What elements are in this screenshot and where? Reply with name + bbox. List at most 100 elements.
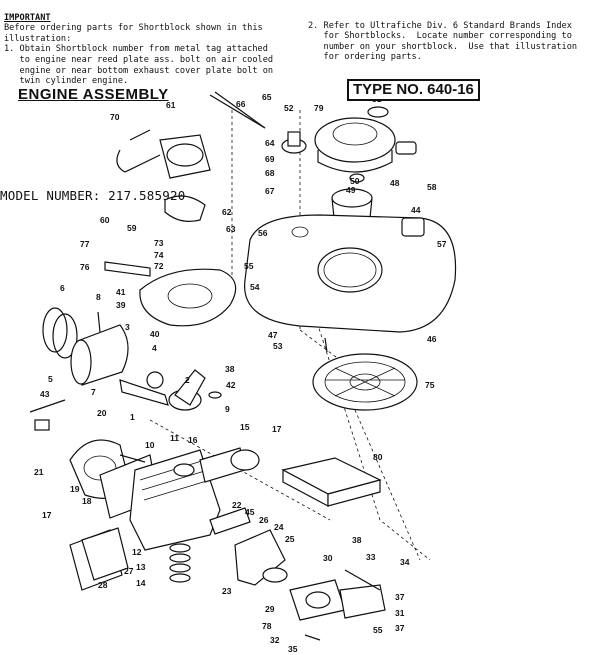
part-callout-59: 59	[127, 223, 137, 233]
part-callout-8: 8	[96, 292, 101, 302]
part-callout-13: 13	[136, 562, 146, 572]
part-callout-23: 23	[222, 586, 232, 596]
part-callout-3: 3	[125, 322, 130, 332]
part-callout-12: 12	[132, 547, 142, 557]
part-callout-29: 29	[265, 604, 275, 614]
part-callout-58: 58	[427, 182, 437, 192]
part-callout-28: 28	[98, 580, 108, 590]
part-callout-79: 79	[314, 103, 324, 113]
part-callout-11: 11	[170, 433, 179, 443]
part-callout-15: 15	[240, 422, 250, 432]
spring-part	[169, 543, 191, 583]
part-callout-73: 73	[154, 238, 164, 248]
part-callout-35: 35	[288, 644, 298, 654]
part-callout-80: 80	[373, 452, 383, 462]
part-callout-41: 41	[116, 287, 126, 297]
part-callout-60: 60	[100, 215, 110, 225]
part-callout-57: 57	[437, 239, 447, 249]
part-callout-18: 18	[82, 496, 92, 506]
crankshaft-part	[168, 369, 222, 411]
part-callout-64: 64	[265, 138, 275, 148]
part-callout-2: 2	[185, 375, 190, 385]
reed-plate-part	[139, 268, 237, 327]
part-callout-53: 53	[273, 341, 283, 351]
part-callout-66: 66	[236, 99, 246, 109]
part-callout-40: 40	[150, 329, 160, 339]
part-callout-43: 43	[40, 389, 50, 399]
ignition-module-part	[159, 94, 266, 222]
part-callout-65: 65	[262, 92, 272, 102]
note-line: twin cylinder engine.	[4, 76, 129, 87]
part-callout-37: 37	[395, 592, 405, 602]
part-callout-55: 55	[373, 625, 383, 635]
part-callout-75: 75	[425, 380, 435, 390]
type-number: TYPE NO. 640-16	[347, 79, 480, 101]
part-callout-47: 47	[268, 330, 278, 340]
part-callout-67: 67	[265, 186, 275, 196]
part-callout-32: 32	[270, 635, 280, 645]
part-callout-42: 42	[226, 380, 236, 390]
part-callout-74: 74	[154, 250, 164, 260]
part-callout-1: 1	[130, 412, 135, 422]
part-callout-17: 17	[42, 510, 52, 520]
part-callout-50: 50	[350, 176, 360, 186]
part-callout-33: 33	[366, 552, 376, 562]
part-callout-21: 21	[34, 467, 44, 477]
part-callout-27: 27	[124, 566, 134, 576]
note-line: 2. Refer to Ultrafiche Div. 6 Standard B…	[308, 20, 572, 31]
part-callout-38: 38	[225, 364, 235, 374]
part-callout-69: 69	[265, 154, 275, 164]
part-callout-63: 63	[226, 224, 236, 234]
starter-pulley-part	[281, 131, 307, 154]
note-line: illustration:	[4, 33, 72, 44]
piston-part	[42, 307, 129, 386]
part-callout-14: 14	[136, 578, 146, 588]
part-callout-6: 6	[60, 283, 65, 293]
recoil-starter-part	[314, 106, 417, 173]
part-callout-20: 20	[97, 408, 107, 418]
air-filter-part	[281, 457, 382, 507]
part-callout-72: 72	[154, 261, 164, 271]
part-callout-34: 34	[400, 557, 410, 567]
part-callout-56: 56	[258, 228, 268, 238]
part-callout-19: 19	[70, 484, 80, 494]
part-callout-37: 37	[395, 623, 405, 633]
part-callout-10: 10	[145, 440, 155, 450]
part-callout-49: 49	[346, 185, 356, 195]
bracket-part	[104, 261, 151, 277]
note-line: number on your shortblock. Use that illu…	[308, 41, 578, 52]
part-callout-78: 78	[262, 621, 272, 631]
part-callout-9: 9	[225, 404, 230, 414]
reed-valve-part	[199, 447, 260, 483]
flywheel-part	[312, 353, 418, 411]
part-callout-4: 4	[152, 343, 157, 353]
part-callout-5: 5	[48, 374, 53, 384]
cylinder-block-part	[129, 449, 221, 551]
part-callout-44: 44	[411, 205, 421, 215]
note-line: Before ordering parts for Shortblock sho…	[4, 23, 263, 34]
part-callout-48: 48	[390, 178, 400, 188]
part-callout-52: 52	[284, 103, 294, 113]
part-callout-77: 77	[80, 239, 90, 249]
part-callout-61: 61	[166, 100, 176, 110]
part-callout-39: 39	[116, 300, 126, 310]
part-callout-22: 22	[232, 500, 242, 510]
blower-housing-part	[244, 214, 457, 333]
part-callout-17: 17	[272, 424, 282, 434]
connecting-rod-part	[119, 371, 169, 406]
note-heading: IMPORTANT	[4, 12, 51, 23]
fuel-pump-part	[289, 579, 386, 621]
part-callout-16: 16	[188, 435, 198, 445]
note-line: 1. Obtain Shortblock number from metal t…	[4, 44, 268, 55]
exhaust-cover-part	[69, 527, 129, 591]
part-callout-24: 24	[274, 522, 284, 532]
part-callout-26: 26	[259, 515, 269, 525]
model-number: MODEL NUMBER: 217.585920	[0, 188, 186, 203]
part-callout-25: 25	[285, 534, 295, 544]
part-callout-70: 70	[110, 112, 120, 122]
carburetor-part	[209, 507, 288, 586]
part-callout-55: 55	[244, 261, 254, 271]
part-callout-62: 62	[222, 207, 232, 217]
